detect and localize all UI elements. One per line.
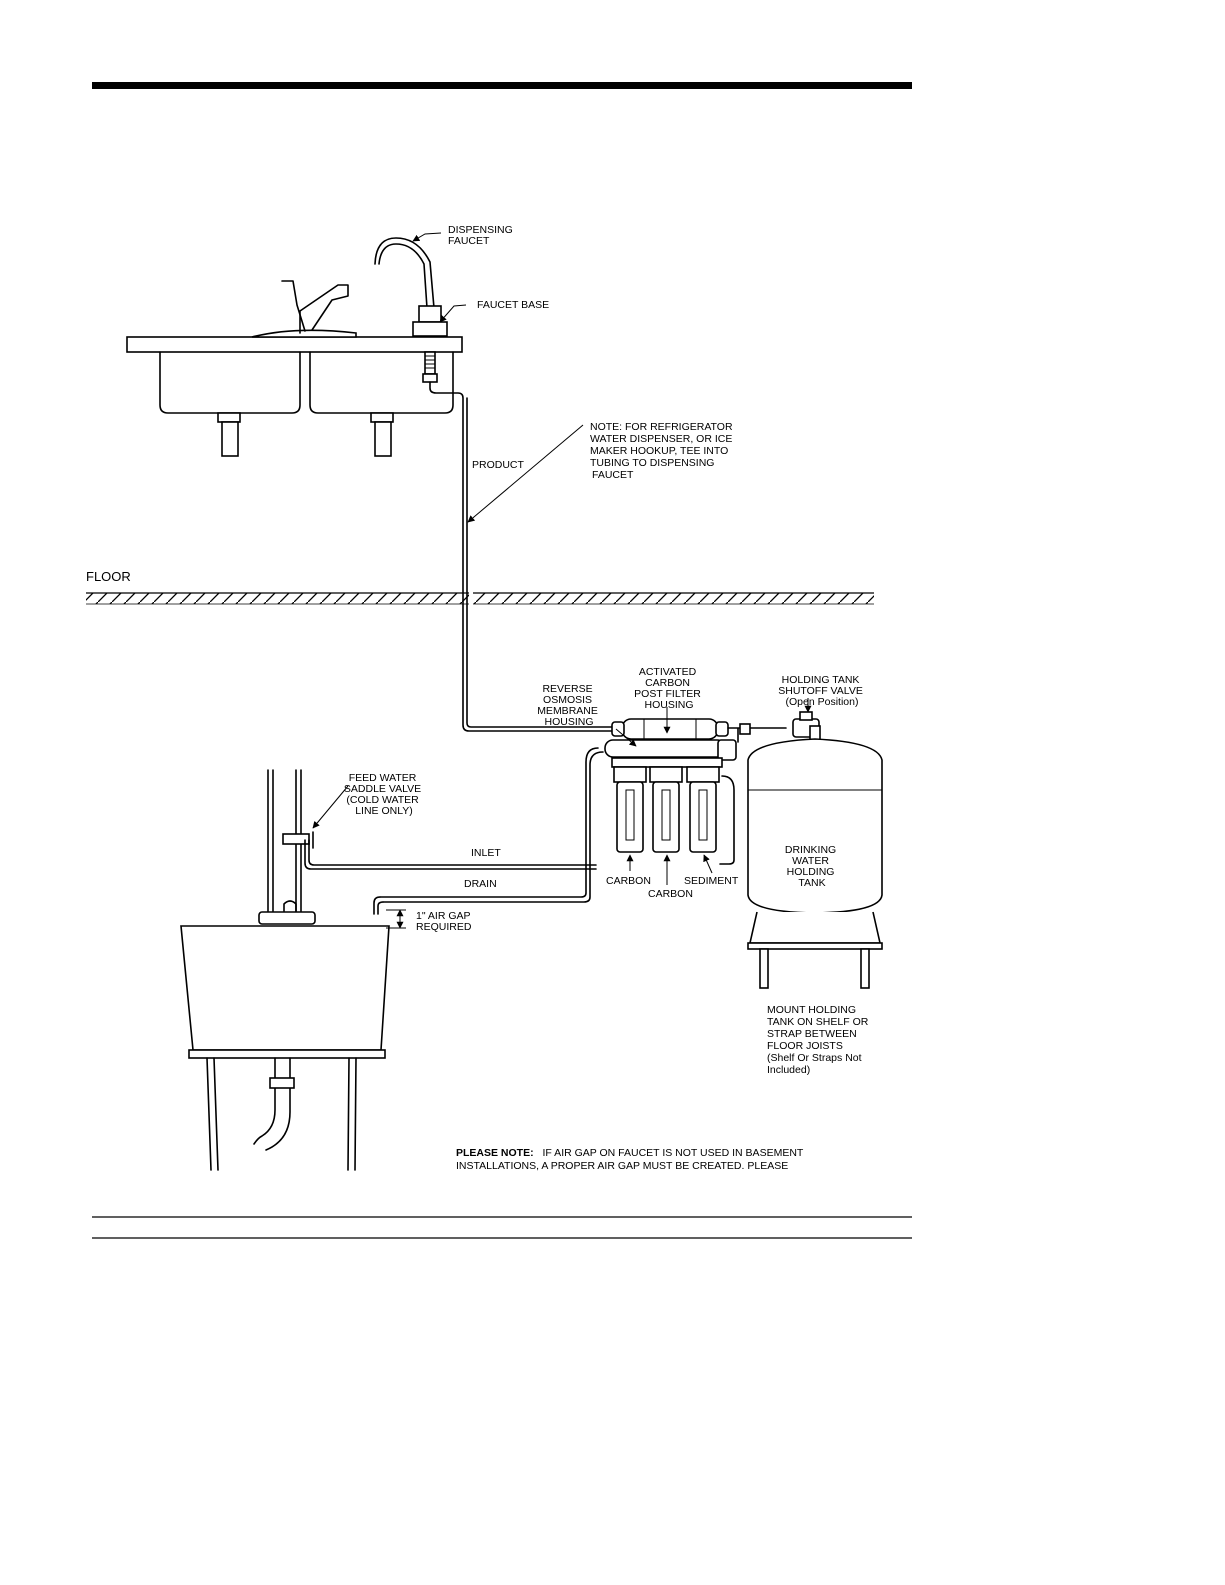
drain-label: DRAIN xyxy=(464,878,497,890)
faucet-base-label: FAUCET BASE xyxy=(477,299,549,311)
product-label: PRODUCT xyxy=(472,459,525,471)
product-tubing xyxy=(429,381,619,732)
ro-membrane-label: REVERSE OSMOSIS MEMBRANE HOUSING xyxy=(537,683,601,728)
shutoff-valve xyxy=(727,698,821,747)
header-rule xyxy=(92,82,912,89)
air-gap-label: 1" AIR GAP REQUIRED xyxy=(416,910,473,933)
note-arrow xyxy=(467,424,584,523)
kitchen-sink xyxy=(126,280,463,457)
inlet-label: INLET xyxy=(471,847,501,859)
ro-unit xyxy=(379,707,737,903)
dispensing-faucet xyxy=(374,237,448,383)
sediment-label: SEDIMENT xyxy=(684,875,739,887)
please-note: PLEASE NOTE: IF AIR GAP ON FAUCET IS NOT… xyxy=(456,1147,804,1159)
feed-water-label: FEED WATER SADDLE VALVE (COLD WATER LINE… xyxy=(344,772,424,817)
carbon-label-1: CARBON xyxy=(606,875,651,887)
carbon-label-2: CARBON xyxy=(648,888,693,900)
mount-note: MOUNT HOLDING TANK ON SHELF OR STRAP BET… xyxy=(767,1004,871,1076)
holding-tank xyxy=(747,738,883,989)
please-note-line2: INSTALLATIONS, A PROPER AIR GAP MUST BE … xyxy=(456,1160,788,1172)
floor-label: FLOOR xyxy=(86,569,131,584)
shutoff-valve-label: HOLDING TANK SHUTOFF VALVE (Open Positio… xyxy=(778,674,866,708)
laundry-sink xyxy=(180,769,597,1171)
floor xyxy=(86,592,874,605)
activated-carbon-label: ACTIVATED CARBON POST FILTER HOUSING xyxy=(634,666,704,711)
refrigerator-note: NOTE: FOR REFRIGERATOR WATER DISPENSER, … xyxy=(590,421,735,481)
tank-label: DRINKING WATER HOLDING TANK xyxy=(785,844,839,889)
dispensing-faucet-label: DISPENSING FAUCET xyxy=(448,224,516,247)
